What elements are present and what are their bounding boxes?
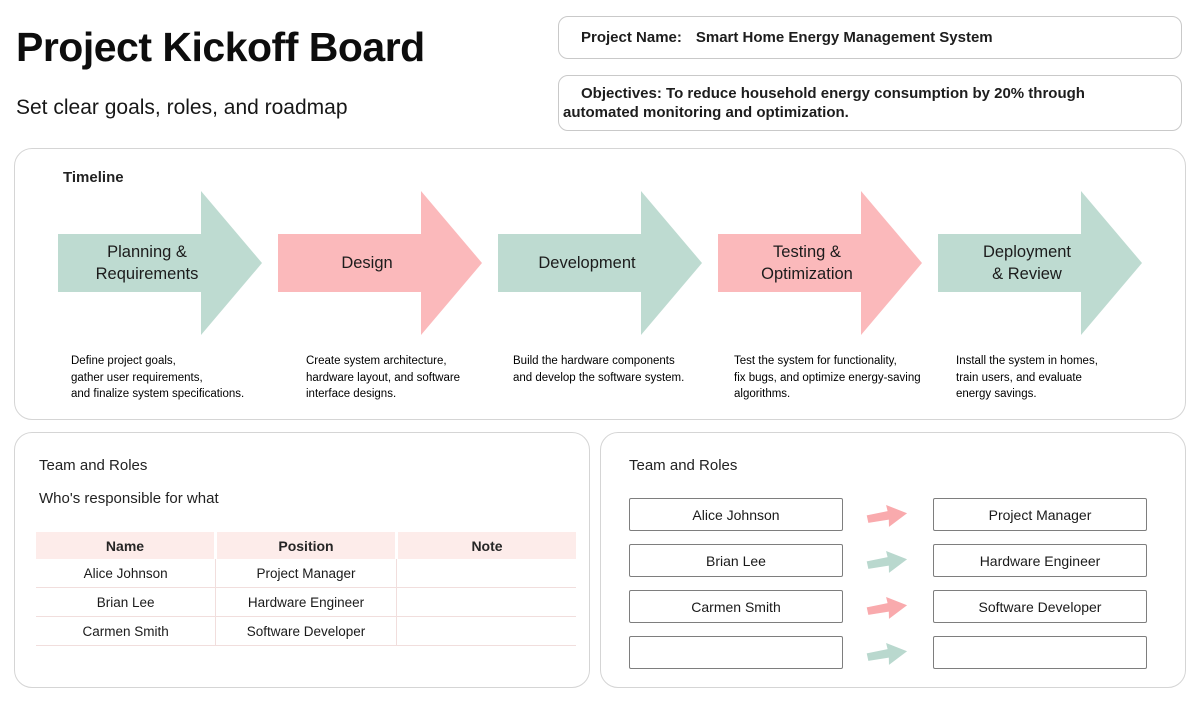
mapping-row: Alice Johnson Project Manager <box>601 498 1185 531</box>
member-position-box[interactable]: Hardware Engineer <box>933 544 1147 577</box>
column-header-name: Name <box>36 532 214 559</box>
cell-position[interactable]: Project Manager <box>216 559 397 587</box>
objectives-field[interactable]: Objectives: To reduce household energy c… <box>558 75 1182 131</box>
stage-arrow-shape-icon <box>58 191 262 335</box>
mapping-row: Carmen Smith Software Developer <box>601 590 1185 623</box>
stage-arrow-shape-icon <box>718 191 922 335</box>
member-name-box[interactable]: Alice Johnson <box>629 498 843 531</box>
team-table-heading: Team and Roles <box>39 457 148 474</box>
timeline-stage-testing[interactable]: Testing & Optimization <box>718 191 922 335</box>
mapping-arrow-icon[interactable] <box>865 503 909 528</box>
member-name-box[interactable]: Brian Lee <box>629 544 843 577</box>
project-name-field[interactable]: Project Name: Smart Home Energy Manageme… <box>558 16 1182 59</box>
member-position-box-empty[interactable] <box>933 636 1147 669</box>
timeline-panel: Timeline Planning & Requirements Define … <box>14 148 1186 420</box>
member-position-box[interactable]: Software Developer <box>933 590 1147 623</box>
stage-description[interactable]: Test the system for functionality, fix b… <box>734 355 921 401</box>
mapping-row: Brian Lee Hardware Engineer <box>601 544 1185 577</box>
stage-arrow-shape-icon <box>498 191 702 335</box>
stage-arrow-shape-icon <box>278 191 482 335</box>
timeline-heading: Timeline <box>63 169 124 186</box>
mapping-arrow-icon[interactable] <box>865 595 909 620</box>
cell-name[interactable]: Brian Lee <box>36 588 217 616</box>
table-row: Brian Lee Hardware Engineer <box>36 588 576 617</box>
page-subtitle: Set clear goals, roles, and roadmap <box>16 96 348 119</box>
timeline-stage-design[interactable]: Design <box>278 191 482 335</box>
stage-label: Development <box>538 253 636 272</box>
stage-description[interactable]: Build the hardware components and develo… <box>513 355 685 384</box>
member-name-box[interactable]: Carmen Smith <box>629 590 843 623</box>
stage-arrow-shape-icon <box>938 191 1142 335</box>
team-mapping-heading: Team and Roles <box>629 457 738 474</box>
team-roles-table-panel: Team and Roles Who's responsible for wha… <box>14 432 590 688</box>
timeline-stage-deployment[interactable]: Deployment & Review <box>938 191 1142 335</box>
cell-name[interactable]: Alice Johnson <box>36 559 217 587</box>
project-name-label: Project Name: <box>581 29 682 46</box>
team-table-subheading: Who's responsible for what <box>39 490 219 507</box>
cell-name[interactable]: Carmen Smith <box>36 617 217 645</box>
mapping-arrow-icon[interactable] <box>865 641 909 666</box>
timeline-stage-planning[interactable]: Planning & Requirements <box>58 191 262 335</box>
stage-description[interactable]: Define project goals, gather user requir… <box>71 355 245 401</box>
table-row: Alice Johnson Project Manager <box>36 559 576 588</box>
timeline-stage-development[interactable]: Development <box>498 191 702 335</box>
cell-position[interactable]: Software Developer <box>216 617 397 645</box>
cell-position[interactable]: Hardware Engineer <box>216 588 397 616</box>
stage-label: Testing & Optimization <box>761 242 853 283</box>
column-header-note: Note <box>398 532 576 559</box>
member-name-box-empty[interactable] <box>629 636 843 669</box>
table-header-row: Name Position Note <box>36 532 576 559</box>
project-name-value[interactable]: Smart Home Energy Management System <box>695 29 993 46</box>
member-position-box[interactable]: Project Manager <box>933 498 1147 531</box>
cell-note[interactable] <box>397 617 576 645</box>
page-title: Project Kickoff Board <box>16 24 425 70</box>
table-row: Carmen Smith Software Developer <box>36 617 576 646</box>
cell-note[interactable] <box>397 559 576 587</box>
team-roles-mapping-panel: Team and Roles Alice Johnson Project Man… <box>600 432 1186 688</box>
objectives-text[interactable]: Objectives: To reduce household energy c… <box>563 85 1085 121</box>
stage-label: Planning & Requirements <box>95 242 199 283</box>
stage-label: Deployment & Review <box>982 242 1072 283</box>
cell-note[interactable] <box>397 588 576 616</box>
stage-label: Design <box>341 253 393 272</box>
stage-description[interactable]: Create system architecture, hardware lay… <box>306 355 461 401</box>
mapping-arrow-icon[interactable] <box>865 549 909 574</box>
roles-table: Name Position Note Alice Johnson Project… <box>36 532 576 646</box>
column-header-position: Position <box>217 532 395 559</box>
stage-description[interactable]: Install the system in homes, train users… <box>956 355 1098 401</box>
mapping-row <box>601 636 1185 669</box>
